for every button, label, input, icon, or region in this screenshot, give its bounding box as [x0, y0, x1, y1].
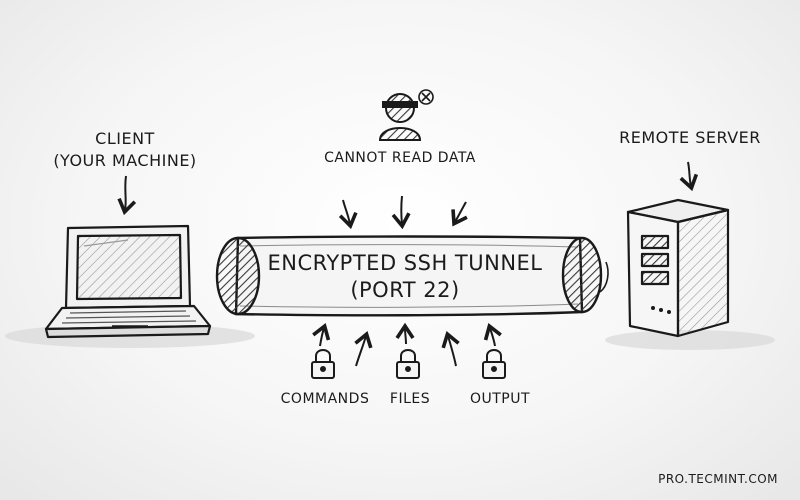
laptop-icon: [5, 224, 255, 348]
watermark: PRO.TECMINT.COM: [658, 472, 778, 486]
traffic-arrows: [312, 322, 502, 367]
padlock-icon-commands: [311, 349, 335, 379]
attacker-icon: [378, 93, 422, 141]
traffic-arrow-1: [312, 323, 331, 347]
server-label: REMOTE SERVER: [619, 128, 761, 147]
tunnel-right-end: [561, 236, 603, 314]
client-label: CLIENT (YOUR MACHINE): [40, 128, 210, 172]
tunnel-label: ENCRYPTED SSH TUNNEL (PORT 22): [255, 250, 555, 304]
client-arrow: [117, 175, 137, 216]
attacker-label: CANNOT READ DATA: [324, 150, 476, 166]
padlock-icon-output: [482, 349, 506, 379]
server-arrow: [679, 161, 699, 192]
tunnel-label-line1: ENCRYPTED SSH TUNNEL: [267, 251, 543, 275]
no-access-icon: [418, 89, 434, 105]
traffic-label-output: OUTPUT: [469, 391, 531, 407]
attack-arrow-left: [338, 199, 358, 230]
tunnel-left-end: [215, 236, 261, 316]
tunnel-label-line2: (PORT 22): [350, 278, 460, 302]
attack-arrow-right: [451, 201, 468, 227]
traffic-label-files: FILES: [389, 391, 431, 407]
attack-arrow-center: [391, 195, 411, 230]
attack-arrows: [338, 195, 468, 230]
ssh-tunnel: [215, 235, 609, 317]
traffic-arrow-2: [354, 330, 373, 367]
server-icon: [605, 198, 775, 350]
traffic-arrow-5: [483, 323, 502, 347]
client-label-line1: CLIENT: [95, 129, 155, 148]
traffic-label-commands: COMMANDS: [280, 391, 370, 407]
traffic-arrow-4: [441, 330, 460, 367]
padlock-icon-files: [396, 349, 420, 379]
client-label-line2: (YOUR MACHINE): [53, 151, 197, 170]
traffic-arrow-3: [395, 322, 415, 345]
